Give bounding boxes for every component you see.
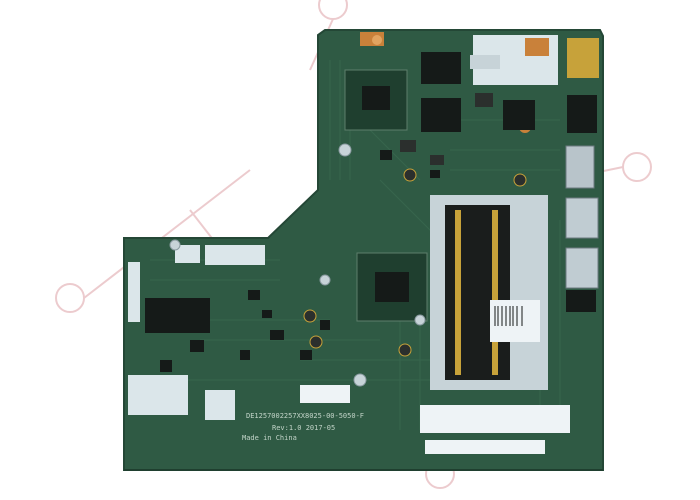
cpu-die	[375, 272, 409, 302]
ethernet-port	[567, 95, 597, 133]
left-pad-2	[205, 390, 235, 420]
small-ic-2	[400, 140, 416, 152]
left-pad-1	[128, 375, 188, 415]
barcode-lines	[494, 306, 523, 326]
left-connector	[128, 262, 140, 322]
usb-port-2	[565, 247, 599, 289]
usb-port-1	[565, 197, 599, 239]
silkscreen-line-2: Rev:1.0 2017-05	[272, 424, 335, 432]
vram-chip-2	[421, 98, 461, 132]
small-ic-3	[430, 155, 444, 165]
vram-chip-1	[421, 52, 461, 84]
silkscreen-line-1: DE1257002257XX8025-00-5050-F	[246, 412, 364, 420]
hdmi-port	[565, 145, 595, 189]
gpu-die	[362, 86, 390, 110]
ram-slot-contacts-2	[492, 210, 498, 375]
dc-jack	[567, 38, 599, 78]
bottom-right-label-2	[425, 440, 545, 454]
small-ic-1	[475, 93, 493, 107]
ribbon-connector-2	[205, 245, 265, 265]
bottom-right-label	[420, 405, 570, 433]
ram-slot	[445, 205, 510, 380]
capacitors	[303, 168, 527, 357]
ribbon-connector-1	[175, 245, 200, 263]
power-switch-bank	[145, 298, 210, 333]
ram-slot-contacts	[455, 210, 461, 375]
shield-pad-top-inner	[470, 55, 500, 69]
audio-jack	[566, 290, 596, 312]
small-components	[160, 150, 440, 372]
left-label	[300, 385, 350, 403]
screw-holes	[169, 143, 426, 387]
controller-chip	[503, 100, 535, 130]
silkscreen-line-3: Made in China	[242, 434, 297, 442]
